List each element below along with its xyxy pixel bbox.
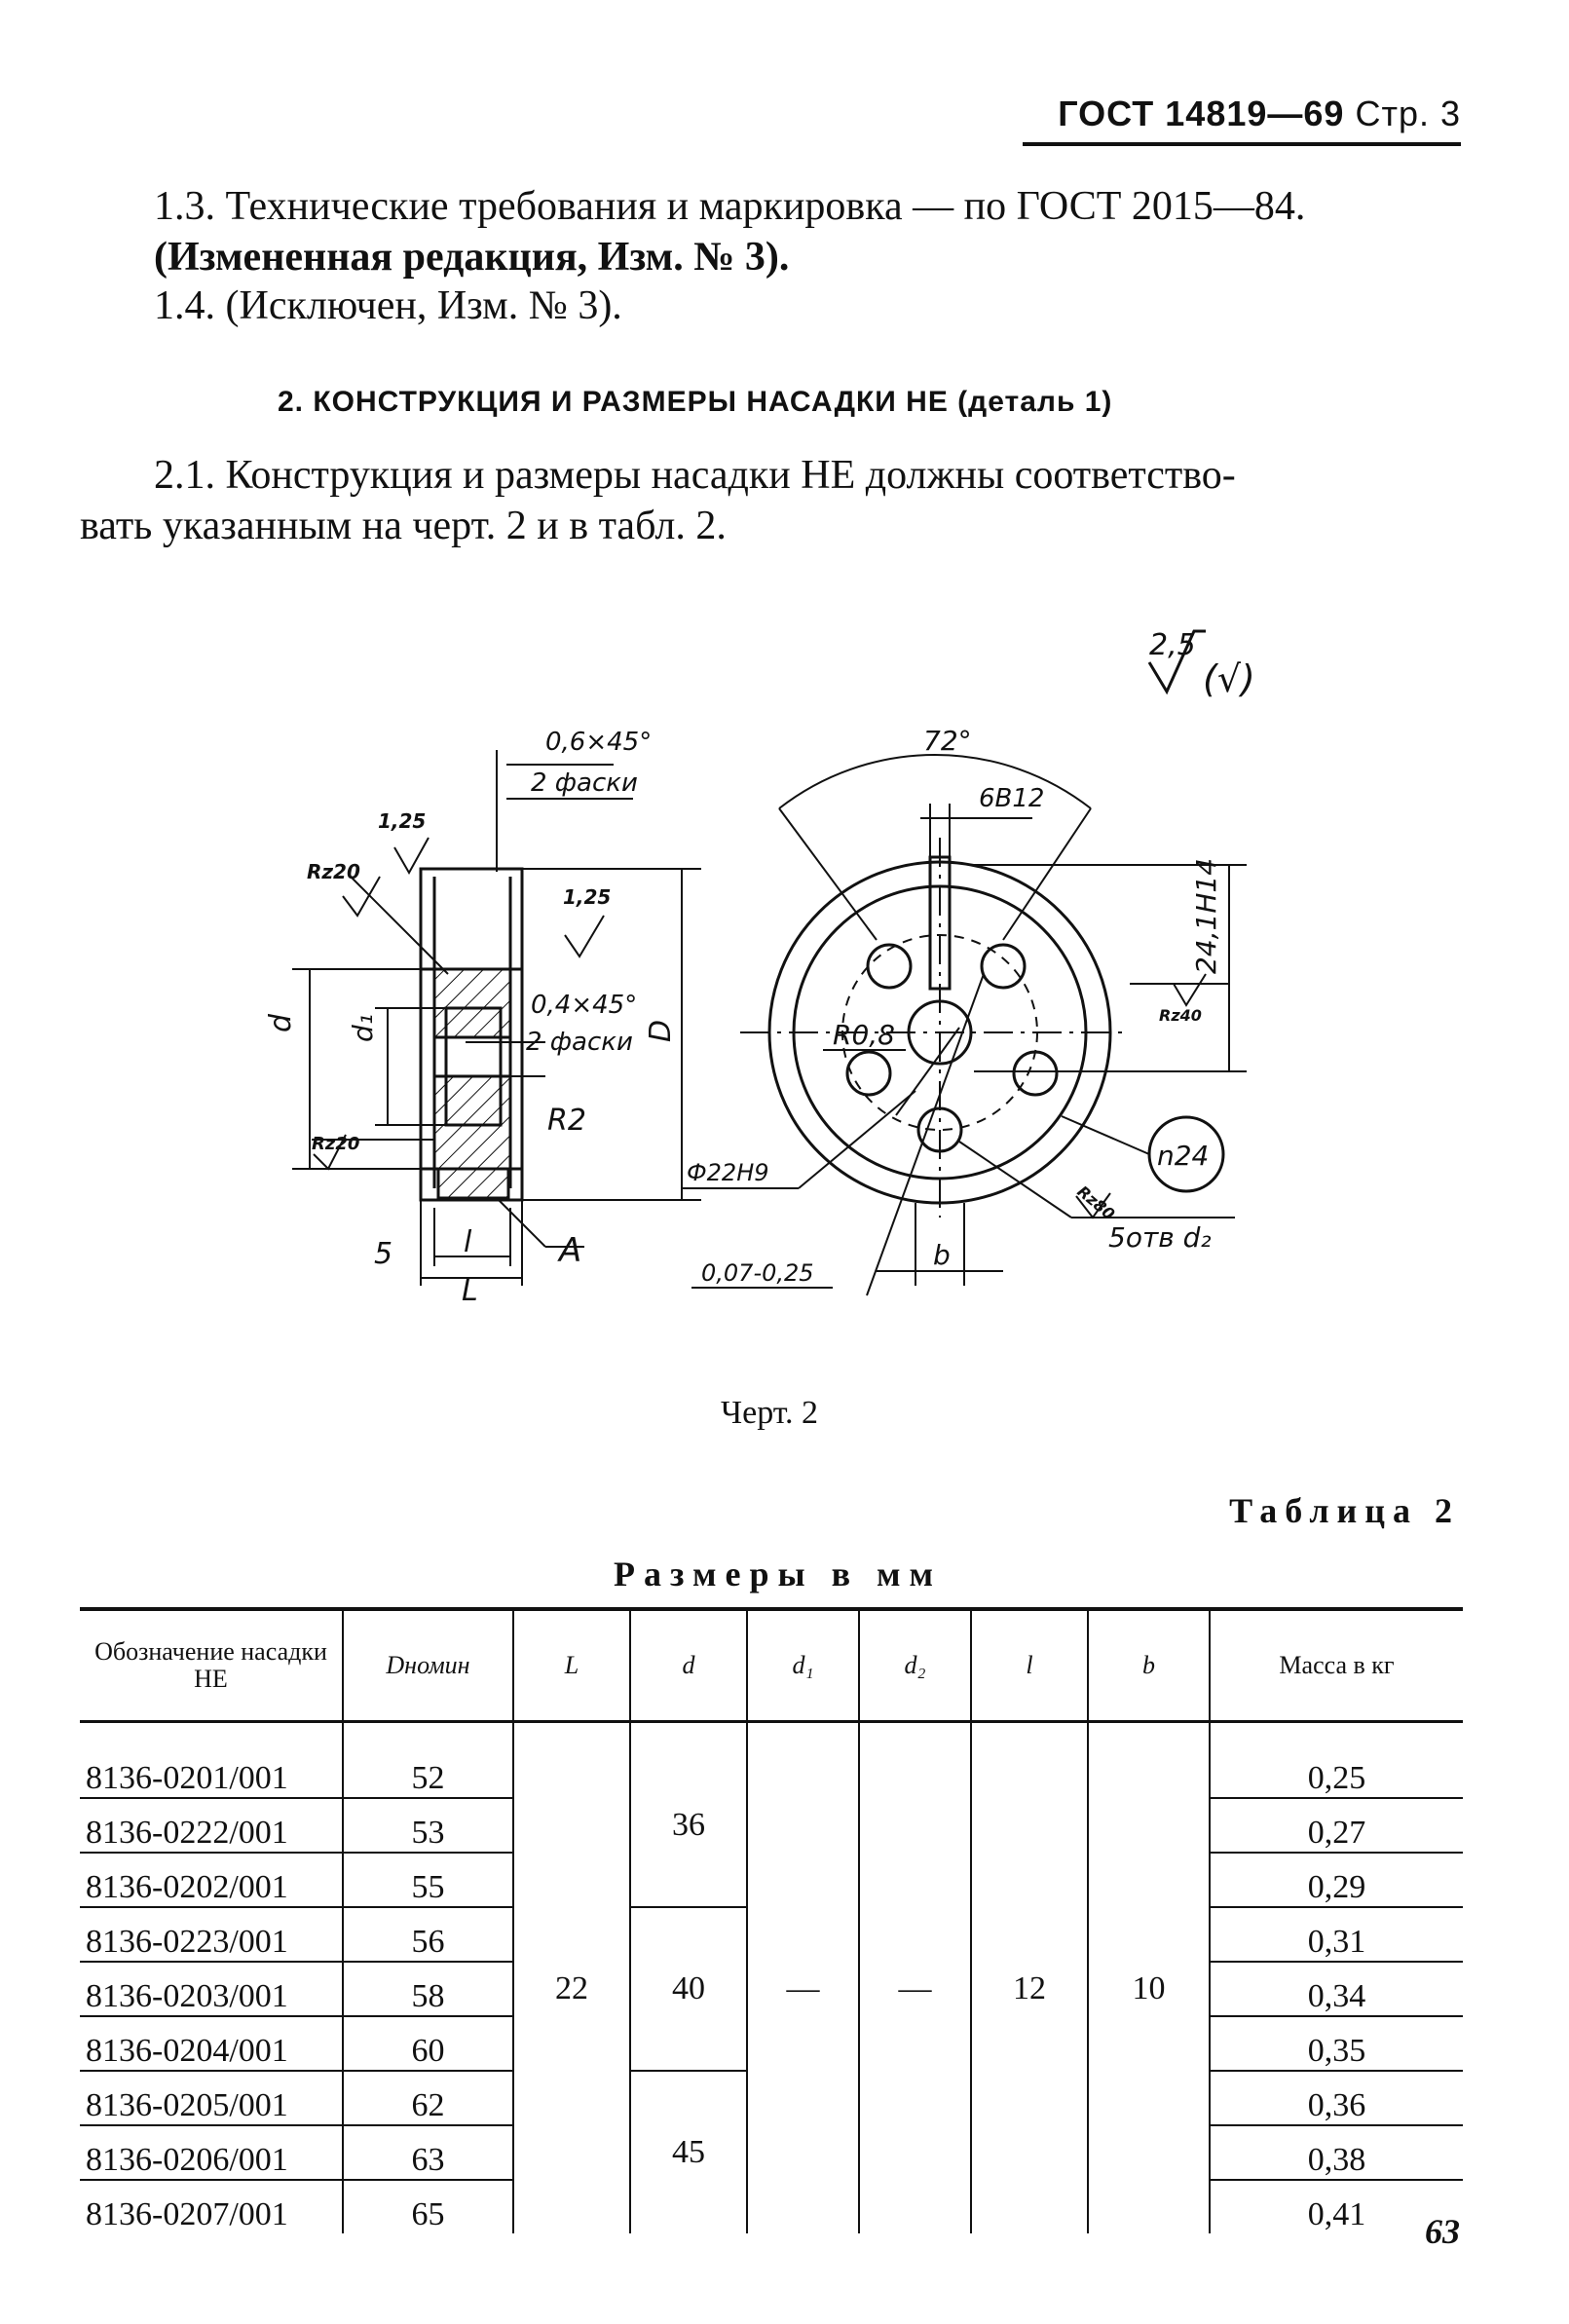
table-name: Таблица 2: [1229, 1491, 1460, 1530]
cell-mass: 0,41: [1307, 2196, 1366, 2232]
paragraph-2-1-line1: 2.1. Конструкция и размеры насадки НЕ до…: [154, 453, 1236, 498]
table-row: 8136-0222/001 53 0,27: [80, 1798, 1463, 1854]
rz40-label: Rz40: [1159, 1006, 1202, 1025]
header-L: L: [513, 1607, 631, 1723]
cell-mass: 0,27: [1210, 1798, 1463, 1854]
cell-D: 60: [343, 2016, 514, 2072]
dim-b-label: b: [933, 1239, 951, 1271]
header-D-nom: Dномин: [343, 1607, 514, 1723]
standard-number: ГОСТ 14819—69: [1058, 94, 1345, 133]
table-row: 8136-0204/001 60 0,35: [80, 2016, 1463, 2072]
cell-d-group2: 40: [630, 1907, 748, 2072]
chamfer-outer-label: 0,6×45°: [545, 728, 652, 757]
cell-D: 58: [343, 1962, 514, 2017]
chamfer-inner-count: 2 фаски: [526, 1028, 633, 1057]
cell-designation: 8136-0203/001: [80, 1962, 344, 2017]
cell-designation: 8136-0223/001: [80, 1907, 344, 1963]
page-number: 63: [1425, 2212, 1460, 2251]
header-l: l: [971, 1607, 1089, 1723]
header-d: d: [630, 1607, 748, 1723]
cell-L-merged: 22: [513, 1744, 631, 2233]
header-d2: d₂: [859, 1607, 972, 1723]
cell-D: 63: [343, 2125, 514, 2181]
cell-D: 62: [343, 2071, 514, 2126]
paragraph-1-3: 1.3. Технические требования и маркировка…: [154, 184, 1306, 229]
header-b: b: [1088, 1607, 1211, 1723]
technical-drawing: 2,5 (√): [264, 628, 1255, 1308]
holes-label: 5отв d₂: [1108, 1221, 1212, 1254]
paragraph-1-4: 1.4. (Исключен, Изм. № 3).: [154, 283, 622, 328]
cell-mass: 0,35: [1210, 2016, 1463, 2072]
dim-D-label: D: [644, 1020, 678, 1042]
cell-D: 53: [343, 1798, 514, 1854]
rz20-bottom-label: Rz20: [312, 1134, 359, 1154]
table-row: 8136-0201/001 52 22 36 — — 12 10 0,25: [80, 1744, 1463, 2233]
slot-label: 6В12: [979, 784, 1044, 813]
chamfer-outer-count: 2 фаски: [531, 768, 638, 798]
radius-label: R2: [547, 1104, 586, 1138]
key-depth-label: 24,1H14: [1190, 858, 1222, 974]
rz20-top-label: Rz20: [307, 860, 360, 883]
header-designation: Обозначение насадки НЕ: [80, 1607, 344, 1723]
cell-D: 55: [343, 1853, 514, 1908]
table-row: 8136-0206/001 63 0,38: [80, 2125, 1463, 2181]
circle-n-label: n24: [1157, 1140, 1209, 1172]
cell-mass: 0,29: [1210, 1853, 1463, 1908]
cell-d2-merged: —: [859, 1744, 972, 2233]
cell-designation: 8136-0206/001: [80, 2125, 344, 2181]
side-section-view: [292, 750, 701, 1286]
cell-l-merged: 12: [971, 1744, 1089, 2233]
cell-D: 65: [343, 2180, 514, 2233]
cell-mass: 0,31: [1210, 1907, 1463, 1963]
cell-D: 52: [343, 1744, 514, 1799]
cell-D: 56: [343, 1907, 514, 1963]
runout-label: 0,07-0,25: [701, 1259, 814, 1287]
table-row: 8136-0202/001 55 0,29: [80, 1853, 1463, 1908]
cell-designation: 8136-0201/001: [80, 1744, 344, 1799]
dim-l-label: l: [464, 1225, 472, 1259]
cell-mass: 0,36: [1210, 2071, 1463, 2126]
cell-d-group3: 45: [630, 2071, 748, 2233]
chamfer-inner-label: 0,4×45°: [531, 991, 637, 1020]
view-A-label: А: [557, 1231, 581, 1270]
dim-5-label: 5: [374, 1237, 392, 1271]
paragraph-1-3-note: (Измененная редакция, Изм. № 3).: [154, 235, 790, 280]
cell-mass: 0,25: [1210, 1744, 1463, 1799]
paragraph-2-1-line2: вать указанным на черт. 2 и в табл. 2.: [80, 504, 727, 548]
cell-mass: 0,34: [1210, 1962, 1463, 2017]
section-title: 2. КОНСТРУКЦИЯ И РАЗМЕРЫ НАСАДКИ НЕ (дет…: [278, 386, 1113, 418]
roughness-general-sign: 2,5 (√): [1147, 628, 1255, 700]
cell-designation: 8136-0204/001: [80, 2016, 344, 2072]
page-header: ГОСТ 14819—69 Стр. 3: [1013, 94, 1461, 134]
table-units: Размеры в мм: [614, 1555, 943, 1593]
figure-caption: Черт. 2: [721, 1395, 819, 1431]
cell-designation: 8136-0222/001: [80, 1798, 344, 1854]
front-view: [682, 753, 1247, 1296]
roughness-right: 1,25: [563, 885, 611, 909]
bore-label: Ф22Н9: [687, 1159, 769, 1186]
cell-designation: 8136-0202/001: [80, 1853, 344, 1908]
radius-key-label: R0,8: [833, 1019, 895, 1051]
angle-label: 72°: [923, 725, 972, 757]
header-d1: d₁: [747, 1607, 860, 1723]
dim-d-label: d: [264, 1013, 298, 1032]
roughness-other-mark: (√): [1203, 657, 1255, 700]
cell-b-merged: 10: [1088, 1744, 1211, 2233]
cell-mass: 0,38: [1210, 2125, 1463, 2181]
header-mass: Масса в кг: [1210, 1607, 1463, 1723]
dim-L-label: L: [462, 1274, 478, 1308]
dimensions-table: Обозначение насадки НЕ Dномин L d d₁ d₂ …: [80, 1607, 1463, 2233]
cell-designation: 8136-0207/001: [80, 2180, 344, 2233]
header-rule: [1023, 142, 1461, 146]
table-row: 8136-0207/001 65 0,41: [80, 2180, 1463, 2233]
table-row: 8136-0205/001 62 45 0,36: [80, 2071, 1463, 2233]
table-row: 8136-0223/001 56 40 0,31: [80, 1907, 1463, 2072]
roughness-left-top: 1,25: [378, 809, 426, 833]
table-row: 8136-0203/001 58 0,34: [80, 1962, 1463, 2017]
cell-d-group1: 36: [630, 1744, 748, 1908]
page-label: Стр. 3: [1355, 94, 1461, 133]
cell-d1-merged: —: [747, 1744, 860, 2233]
cell-designation: 8136-0205/001: [80, 2071, 344, 2126]
dim-d1-label: d₁: [347, 1014, 379, 1042]
